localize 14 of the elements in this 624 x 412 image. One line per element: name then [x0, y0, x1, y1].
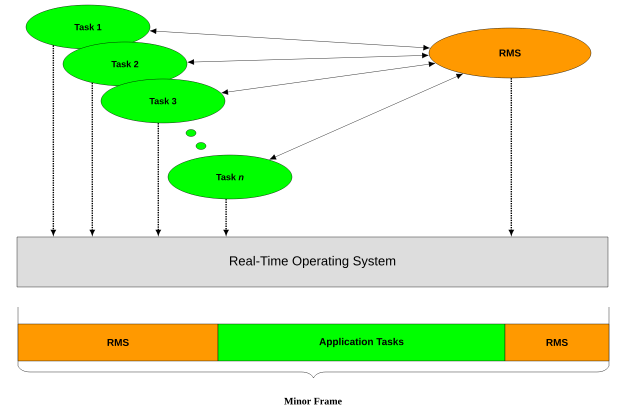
arrow	[508, 78, 514, 235]
arrow	[188, 52, 429, 65]
arrow	[156, 123, 161, 235]
frame-segment: Application Tasks	[218, 324, 506, 362]
system-bar: Real-Time Operating System	[16, 236, 608, 288]
frame-segment: RMS	[504, 324, 610, 362]
caption: Minor Frame	[284, 397, 342, 404]
arrow	[224, 199, 228, 235]
arrow	[222, 61, 436, 95]
frame-segment: RMS	[18, 324, 218, 362]
arrow	[150, 28, 430, 50]
arrow	[90, 82, 95, 235]
arrow	[270, 74, 463, 160]
arrow	[50, 45, 56, 235]
